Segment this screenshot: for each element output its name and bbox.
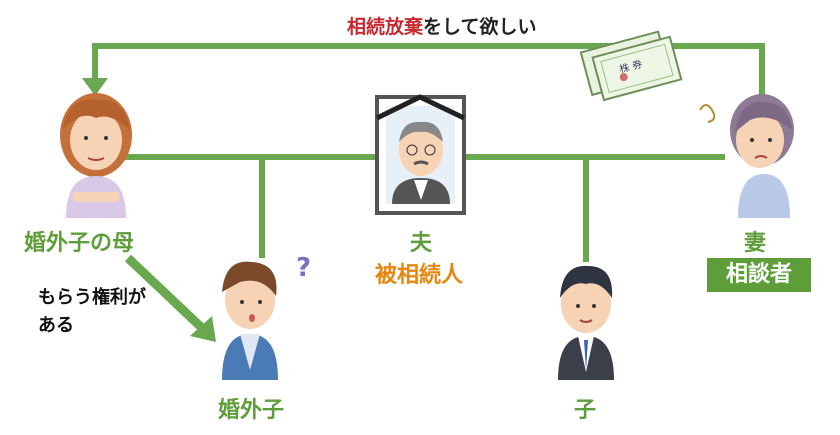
mother-illustration	[60, 93, 132, 218]
question-mark-icon: ?	[296, 253, 312, 283]
worry-icon	[699, 104, 716, 123]
rights-arrow	[124, 254, 206, 332]
arrow-note-line1: もらう権利が	[38, 287, 146, 308]
wife-illustration	[699, 94, 794, 218]
illegitimate-child-illustration	[222, 261, 278, 380]
husband-portrait	[375, 94, 466, 215]
banner-text: 相続放棄をして欲しい	[347, 12, 536, 39]
arrow-note: もらう権利が ある	[38, 284, 146, 340]
husband-label: 夫	[410, 231, 433, 256]
child-illustration	[558, 265, 614, 380]
illegitimate-child-label: 婚外子	[218, 398, 285, 423]
wife-role-badge: 相談者	[707, 258, 811, 292]
mother-label: 婚外子の母	[24, 231, 135, 256]
husband-role: 被相続人	[375, 263, 464, 288]
request-line	[92, 43, 765, 100]
banner-red: 相続放棄	[347, 16, 424, 38]
arrow-note-line2: ある	[38, 315, 74, 336]
wife-label: 妻	[744, 231, 767, 256]
banner-black: をして欲しい	[423, 16, 537, 38]
stock-certificate-icon	[579, 30, 683, 102]
rights-arrowhead-icon	[190, 316, 216, 342]
child-label: 子	[574, 398, 597, 423]
arrow-down-icon	[82, 78, 108, 96]
